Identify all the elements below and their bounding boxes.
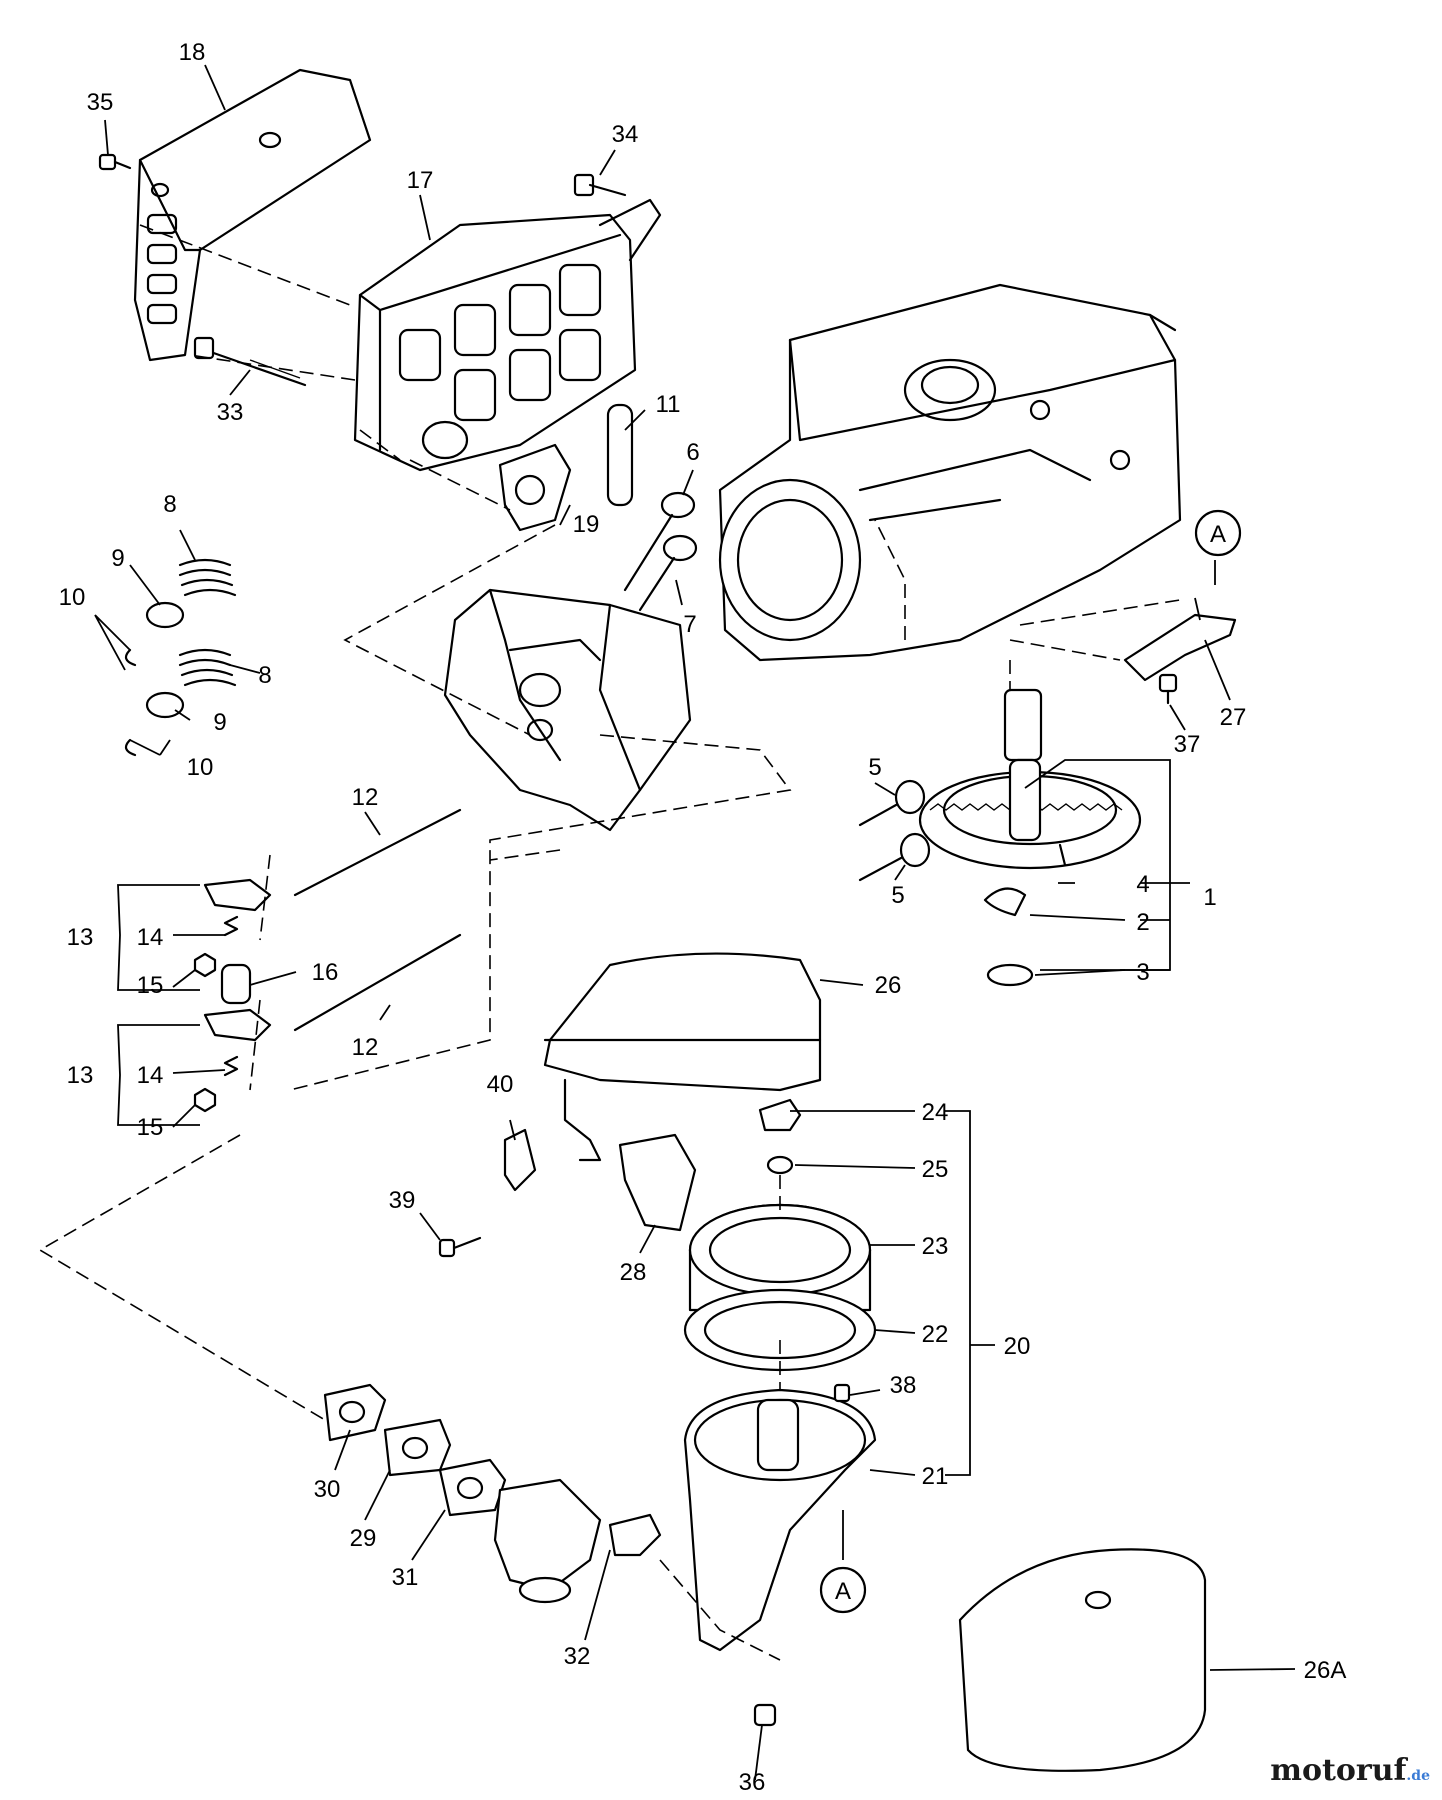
valves-part [623,491,698,612]
callout-26: 26 [875,972,902,999]
callout-7: 7 [683,611,696,638]
callout-12a: 12 [352,784,379,811]
bracket-part [1123,613,1237,705]
muffler-gasket-part [498,443,572,532]
callout-27: 27 [1220,704,1247,731]
callout-10b: 10 [187,754,214,781]
callout-15b: 15 [137,1114,164,1141]
engine-block-part [718,283,1182,662]
push-rods-part [293,808,462,1032]
callout-21: 21 [922,1463,949,1490]
callout-8b: 8 [258,662,271,689]
callout-32: 32 [564,1643,591,1670]
callout-16: 16 [312,959,339,986]
reference-marker-label: A [1210,521,1226,548]
callout-leader-lines [94,64,1296,1781]
callout-18: 18 [179,39,206,66]
callout-14b: 14 [137,1062,164,1089]
callout-11: 11 [656,391,681,418]
callout-25: 25 [922,1156,949,1183]
callout-3: 3 [1136,959,1149,986]
callout-36: 36 [739,1769,766,1796]
guard-screw-part [98,153,132,171]
callout-2: 2 [1136,909,1149,936]
callout-20: 20 [1004,1333,1031,1360]
callout-19: 19 [573,511,600,538]
reference-marker-label: A [835,1578,851,1605]
foam-precleaner-part [958,1548,1207,1772]
callout-13b: 13 [67,1062,94,1089]
reference-marker-a-bottom: A [819,1566,867,1614]
callout-29: 29 [350,1525,377,1552]
callout-40: 40 [487,1071,514,1098]
callout-34: 34 [612,121,639,148]
callout-10a: 10 [59,584,86,611]
watermark-logo: motoruf.de [1270,1753,1430,1788]
callout-38: 38 [890,1372,917,1399]
watermark-brand: motoruf [1270,1753,1407,1788]
callout-39: 39 [389,1187,416,1214]
callout-35: 35 [87,89,114,116]
callout-28: 28 [620,1259,647,1286]
valve-springs-part [124,558,237,757]
watermark-tld: .de [1406,1768,1430,1784]
callout-12b: 12 [352,1034,379,1061]
callout-1: 1 [1203,884,1216,911]
camshaft-part [858,688,1142,987]
callout-9a: 9 [111,545,124,572]
callout-9b: 9 [213,709,226,736]
muffler-bolt-short-part [573,173,627,197]
callout-30: 30 [314,1476,341,1503]
rocker-arms-part [193,878,272,1113]
callout-6: 6 [686,439,699,466]
assembly-dashed-lines [38,224,1181,1661]
callout-15a: 15 [137,972,164,999]
air-cleaner-knob-part [438,1128,697,1258]
callout-5b: 5 [891,882,904,909]
muffler-bolt-long-part [193,336,307,387]
carburetor-part [323,1383,777,1727]
part-number-callouts: 18 35 34 17 33 11 6 19 7 8 9 10 8 9 10 1… [59,39,1347,1796]
callout-17: 17 [407,167,434,194]
callout-24: 24 [922,1099,949,1126]
muffler-part [353,198,662,472]
air-filter-part [683,1098,877,1652]
air-cleaner-cover-part [543,952,822,1162]
callout-33: 33 [217,399,244,426]
callout-26a: 26A [1304,1657,1347,1684]
callout-14a: 14 [137,924,164,951]
cylinder-head-part [443,588,692,832]
callout-23: 23 [922,1233,949,1260]
dowel-pin-part [606,403,634,507]
muffler-guard-part [133,68,372,362]
callout-5a: 5 [868,754,881,781]
callout-4: 4 [1136,871,1149,898]
callout-8a: 8 [163,491,176,518]
reference-marker-a-top: A [1194,509,1242,557]
callout-37: 37 [1174,731,1201,758]
callout-22: 22 [922,1321,949,1348]
callout-31: 31 [392,1564,419,1591]
callout-13a: 13 [67,924,94,951]
